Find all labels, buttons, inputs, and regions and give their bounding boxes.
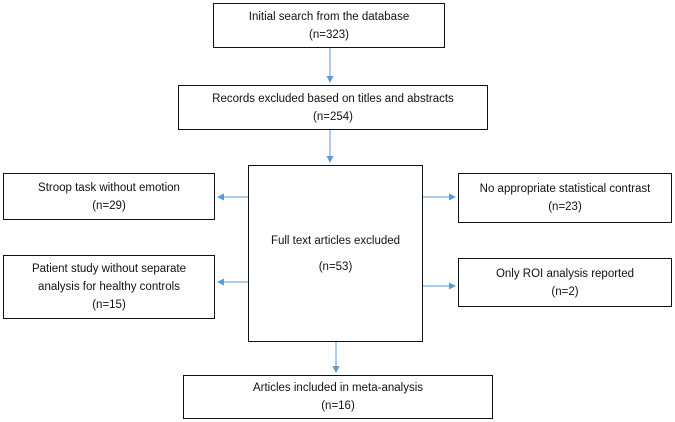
- included-count: (n=16): [321, 400, 355, 412]
- patient-study-label-2: analysis for healthy controls: [38, 281, 180, 293]
- no-contrast-count: (n=23): [548, 201, 582, 213]
- included-label: Articles included in meta-analysis: [252, 382, 424, 394]
- no-contrast-label: No appropriate statistical contrast: [479, 183, 651, 195]
- box-roi-only: Only ROI analysis reported (n=2): [458, 258, 672, 307]
- box-full-text-excluded: Full text articles excluded (n=53): [248, 165, 423, 342]
- patient-study-label-1: Patient study without separate: [31, 263, 187, 275]
- stroop-count: (n=29): [92, 199, 126, 212]
- patient-study-count: (n=15): [92, 299, 126, 311]
- box-records-excluded: Records excluded based on titles and abs…: [178, 85, 488, 130]
- full-text-excluded-count: (n=53): [318, 260, 353, 273]
- initial-search-label: Initial search from the database: [248, 10, 410, 23]
- initial-search-count: (n=323): [309, 28, 349, 41]
- box-included: Articles included in meta-analysis (n=16…: [183, 375, 493, 419]
- box-initial-search: Initial search from the database (n=323): [213, 3, 445, 48]
- roi-only-label: Only ROI analysis reported: [495, 267, 635, 280]
- roi-only-count: (n=2): [551, 285, 579, 298]
- box-no-contrast: No appropriate statistical contrast (n=2…: [458, 173, 672, 223]
- records-excluded-count: (n=254): [313, 110, 353, 123]
- records-excluded-label: Records excluded based on titles and abs…: [212, 92, 454, 105]
- box-patient-study: Patient study without separate analysis …: [3, 255, 215, 319]
- stroop-label: Stroop task without emotion: [38, 181, 180, 194]
- box-stroop: Stroop task without emotion (n=29): [3, 173, 215, 220]
- full-text-excluded-label: Full text articles excluded: [270, 234, 401, 247]
